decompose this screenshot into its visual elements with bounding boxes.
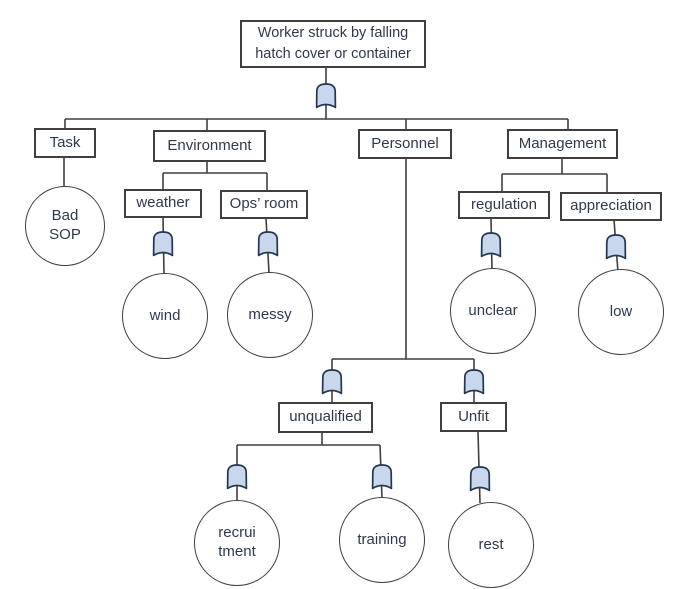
or-gate-icon-weather [152, 231, 174, 257]
node-messy: messy [227, 272, 313, 358]
node-management: Management [507, 129, 618, 159]
node-training: training [339, 497, 425, 583]
or-gate-icon-regulation [480, 232, 502, 258]
node-low: low [578, 269, 664, 355]
or-gate-icon-training [371, 464, 393, 490]
or-gate-icon-ops-room [257, 231, 279, 257]
node-wind: wind [122, 273, 208, 359]
or-gate-icon-unfit [463, 369, 485, 395]
node-recruitment: recrui tment [194, 500, 280, 586]
node-unqualified: unqualified [278, 402, 373, 433]
or-gate-icon-unqualified [321, 369, 343, 395]
node-weather: weather [124, 189, 202, 218]
node-ops-room: Ops’ room [220, 190, 308, 219]
node-environment: Environment [153, 130, 266, 162]
node-unfit: Unfit [440, 402, 507, 432]
node-top-event: Worker struck by falling hatch cover or … [240, 20, 426, 68]
node-appreciation: appreciation [560, 192, 662, 221]
or-gate-icon-rest [469, 466, 491, 492]
or-gate-icon-recruitment [226, 464, 248, 490]
node-unclear: unclear [450, 268, 536, 354]
node-rest: rest [448, 502, 534, 588]
node-bad-sop: Bad SOP [25, 186, 105, 266]
or-gate-icon-appreciation [605, 234, 627, 260]
node-task: Task [34, 128, 96, 158]
or-gate-icon-top [315, 83, 337, 109]
node-regulation: regulation [458, 191, 550, 219]
node-personnel: Personnel [358, 129, 452, 159]
